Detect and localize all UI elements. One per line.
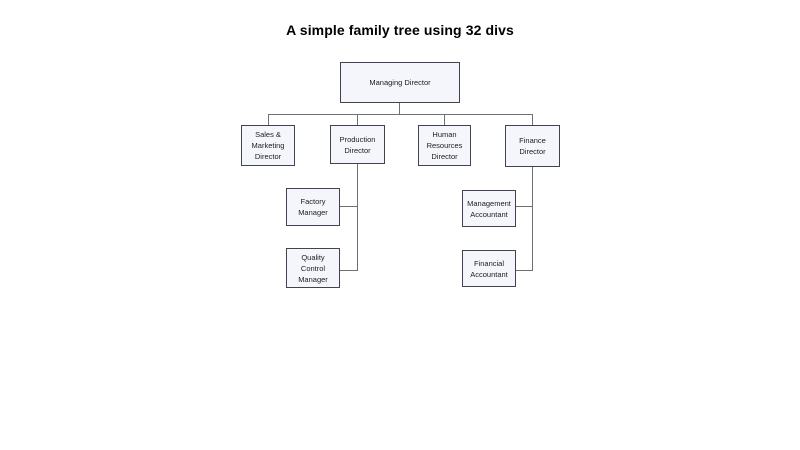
node-label: Human Resources Director — [426, 130, 463, 161]
node-quality-control-manager[interactable]: Quality Control Manager — [286, 248, 340, 288]
node-human-resources-director[interactable]: Human Resources Director — [418, 125, 471, 166]
connector-production-to-quality-control — [339, 270, 358, 271]
node-production-director[interactable]: Production Director — [330, 125, 385, 164]
connector-finance-trunk — [532, 166, 533, 271]
connector-drop-human-resources — [444, 114, 445, 125]
node-financial-accountant[interactable]: Financial Accountant — [462, 250, 516, 287]
connector-production-trunk — [357, 163, 358, 271]
connector-level1-bus — [268, 114, 533, 115]
node-label: Financial Accountant — [470, 258, 508, 279]
connector-drop-finance — [532, 114, 533, 125]
connector-drop-sales — [268, 114, 269, 125]
page-title: A simple family tree using 32 divs — [286, 22, 514, 38]
node-sales-marketing-director[interactable]: Sales & Marketing Director — [241, 125, 295, 166]
node-label: Factory Manager — [298, 197, 328, 217]
node-label: Sales & Marketing Director — [251, 130, 285, 161]
node-label: Managing Director — [369, 78, 431, 87]
connector-md-stem — [399, 102, 400, 115]
node-factory-manager[interactable]: Factory Manager — [286, 188, 340, 226]
connector-finance-to-management-accountant — [515, 206, 533, 207]
node-label: Management Accountant — [467, 198, 511, 219]
node-label: Quality Control Manager — [298, 252, 328, 284]
node-label: Finance Director — [519, 136, 546, 156]
node-management-accountant[interactable]: Management Accountant — [462, 190, 516, 227]
node-finance-director[interactable]: Finance Director — [505, 125, 560, 167]
connector-finance-to-financial-accountant — [515, 270, 533, 271]
connector-production-to-factory-manager — [339, 206, 358, 207]
node-label: Production Director — [339, 134, 376, 155]
connector-drop-production — [357, 114, 358, 125]
node-managing-director[interactable]: Managing Director — [340, 62, 460, 103]
